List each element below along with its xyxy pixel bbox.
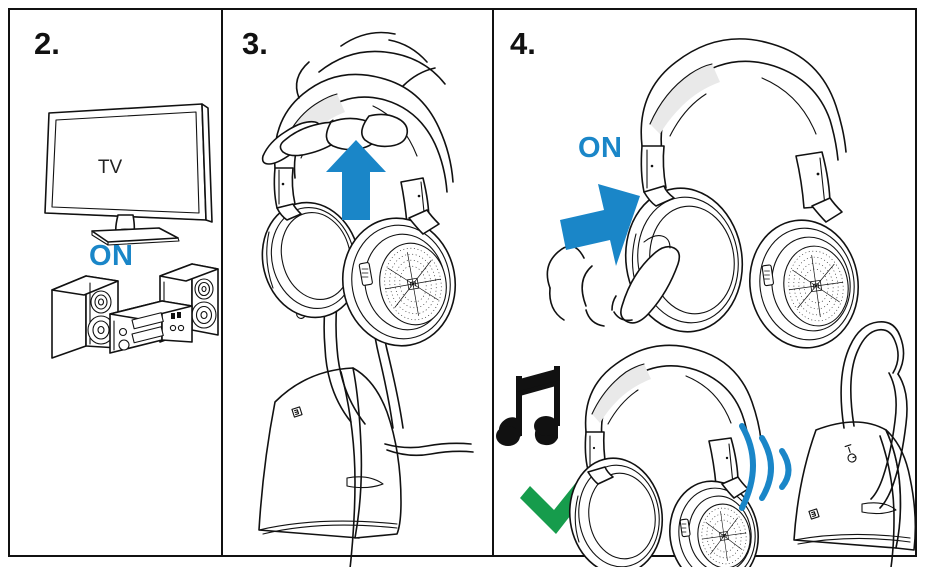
- tv-screen-label: TV: [98, 157, 123, 178]
- stereo-system-illustration: [51, 263, 219, 359]
- outer-frame: [8, 8, 917, 557]
- wireless-signal-waves-icon: [739, 423, 792, 511]
- panel-divider-1: [221, 10, 223, 555]
- arrow-down-right-icon: [560, 184, 640, 266]
- panel-3-scene: [258, 31, 474, 567]
- panel-divider-2: [492, 10, 494, 555]
- earcup-sennheiser-logo: [406, 277, 420, 291]
- left-earcup: [261, 201, 361, 319]
- music-note-icon: [496, 366, 560, 446]
- right-earcup: [341, 217, 457, 347]
- headphones-held: [261, 73, 457, 347]
- headphones-playing: [568, 344, 762, 567]
- pointing-finger: [546, 235, 681, 327]
- panel-4-step-number: 4.: [510, 26, 536, 61]
- docking-station: [258, 299, 474, 567]
- panel-4-top-scene: [546, 38, 860, 349]
- panel-3: 3.: [223, 10, 492, 567]
- panel-4-bottom-scene: [496, 320, 917, 567]
- dock-sennheiser-logo-2: [808, 508, 820, 520]
- right-earcup-grille: [748, 219, 860, 349]
- arrow-up-icon: [326, 140, 386, 220]
- panel-4: 4. ON: [494, 10, 917, 567]
- panel-3-step-number: 3.: [242, 26, 268, 61]
- panel-2-on-label: ON: [89, 240, 134, 272]
- panel-4-on-label: ON: [578, 132, 623, 164]
- docking-station-2: [793, 320, 917, 567]
- tv-illustration: TV: [44, 103, 213, 246]
- dock-power-icon-2: [844, 444, 857, 463]
- hand-gripping-headband: [261, 31, 446, 165]
- panel-2: 2. ON TV: [10, 10, 221, 557]
- earcup-sennheiser-logo-2: [809, 279, 823, 293]
- panel-2-step-number: 2.: [34, 26, 60, 61]
- earcup-sennheiser-logo-3: [719, 531, 729, 541]
- dock-sennheiser-logo: [291, 406, 303, 418]
